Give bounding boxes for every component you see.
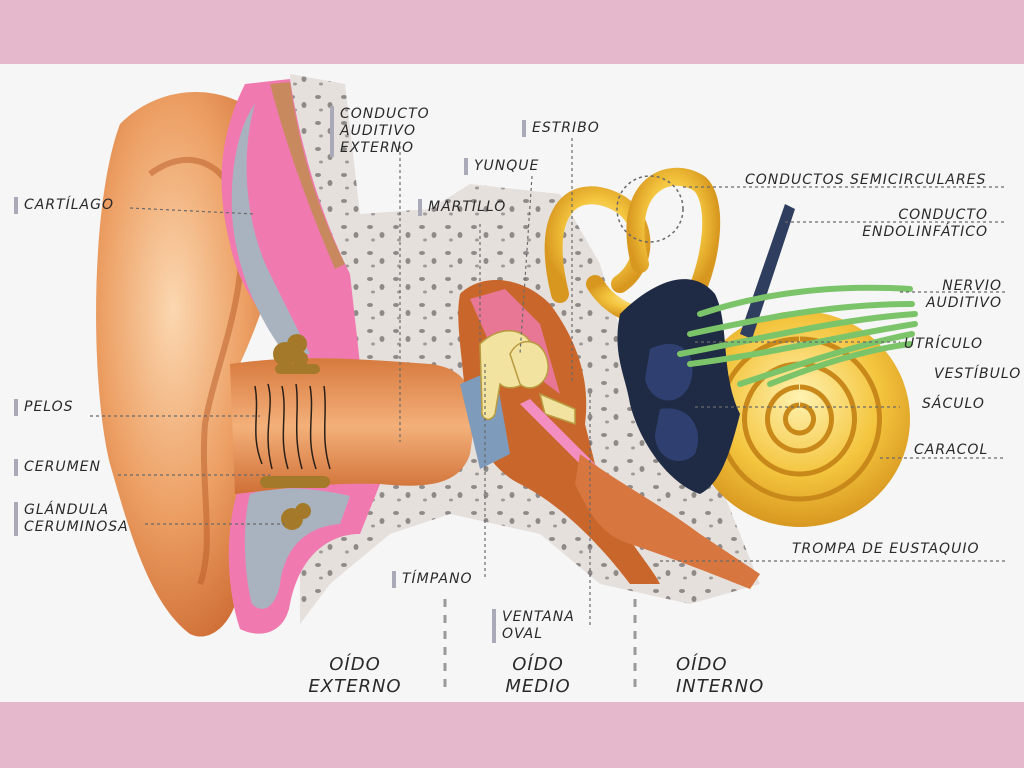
ceruminous-glands <box>260 334 330 530</box>
label-conducto-endolinfatico: Conducto endolinfático <box>862 207 988 240</box>
label-vestibulo: Vestíbulo <box>934 366 1022 382</box>
top-band <box>0 0 1024 64</box>
label-pelos: Pelos <box>14 399 74 416</box>
region-oido-externo: Oído externo <box>308 654 402 697</box>
ossicles <box>479 330 576 426</box>
label-conductos-semicirculares: Conductos semicirculares <box>745 172 987 188</box>
label-glandula: Glándula ceruminosa <box>14 502 129 536</box>
auditory-nerve <box>677 284 918 387</box>
ear-canal <box>230 358 474 494</box>
bottom-band <box>0 702 1024 768</box>
label-cerumen: Cerumen <box>14 459 101 476</box>
label-utriculo: Utrículo <box>904 336 984 352</box>
label-caracol: Caracol <box>914 442 989 458</box>
leader-lines <box>90 138 1006 628</box>
hairs <box>254 383 331 470</box>
label-conducto-auditivo: Conducto auditivo externo <box>330 106 430 157</box>
label-yunque: Yunque <box>464 158 539 175</box>
eustachian-tube <box>575 454 760 589</box>
label-nervio-auditivo: Nervio auditivo <box>925 278 1002 311</box>
endolymphatic-duct <box>740 204 795 339</box>
label-saculo: Sáculo <box>922 396 985 412</box>
cochlea <box>690 311 910 527</box>
region-oido-medio: Oído medio <box>505 654 571 697</box>
region-oido-interno: Oído interno <box>676 654 765 697</box>
label-cartilago: Cartílago <box>14 197 114 214</box>
label-timpano: Tímpano <box>392 571 473 588</box>
ear-illustration <box>90 74 1006 694</box>
label-martillo: Martillo <box>418 199 506 216</box>
label-ventana-oval: Ventana oval <box>492 609 575 643</box>
diagram-panel: Conducto auditivo externo Estribo Yunque… <box>0 64 1024 702</box>
label-trompa: Trompa de Eustaquio <box>792 541 980 557</box>
label-estribo: Estribo <box>522 120 600 137</box>
